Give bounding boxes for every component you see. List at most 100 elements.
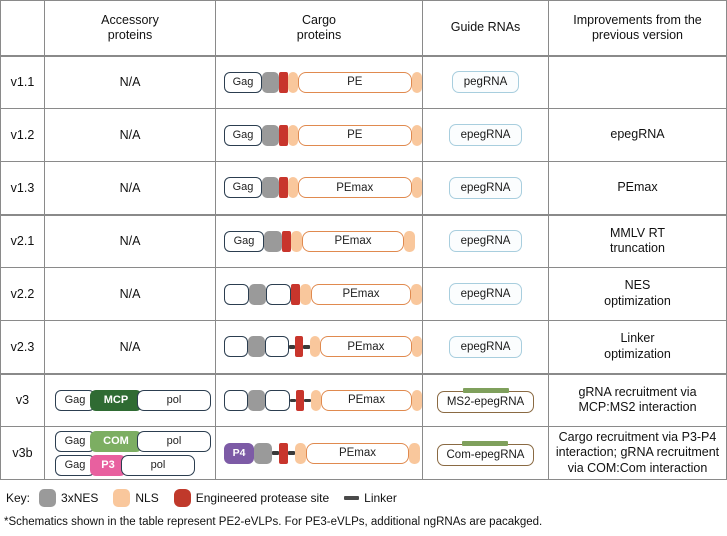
gag-box: Gag [55,454,95,476]
version-label: v2.1 [0,213,45,268]
guide-rna-cell: Com-epegRNA [422,426,549,480]
nes-segment-icon [261,177,279,199]
improvement-line2: interaction; gRNA recruitment [555,445,720,460]
table-header: Accessory proteins Cargo proteins Guide … [0,0,727,56]
cargo-schematic: P4 PEmax [216,442,422,464]
linker-icon [304,398,311,402]
guide-rna-label: Com-epegRNA [446,448,525,461]
nes-segment-icon [261,71,279,93]
linker-icon [288,451,295,455]
empty-box [265,389,290,411]
version-label: v1.3 [0,161,45,215]
gag-box: Gag [224,71,262,93]
accessory-cell: N/A [44,267,216,321]
nes-segment-icon [261,124,279,146]
cargo-schematic: PEmax [216,336,423,358]
pe-box: PEmax [302,230,404,252]
nls-segment-icon [404,230,415,252]
improvement-cell: NES optimization [548,267,727,321]
nls-segment-icon [411,389,423,411]
accessory-schematic: Gag COM pol Gag P3 pol [45,430,215,476]
improvement-line2: MCP:MS2 interaction [578,400,697,415]
guide-rna-cell: epegRNA [422,108,549,162]
table-row: v1.2 N/A Gag PE epegRNA epegRNA [0,108,727,162]
gag-box: Gag [55,389,95,411]
header-cargo-line1: Cargo [301,12,337,27]
version-label: v1.1 [0,54,45,109]
header-improv-line1: Improvements from the [573,12,702,27]
cargo-schematic: Gag PE [216,71,422,93]
nes-segment-icon [264,230,282,252]
nls-segment-icon [411,283,423,305]
table-body: v1.1 N/A Gag PE pegRNA [0,54,727,480]
empty-box [224,389,249,411]
protease-site-icon [291,283,301,305]
header-improvements: Improvements from the previous version [548,0,727,56]
header-accessory-line1: Accessory [101,12,159,27]
cargo-cell: Gag PEmax [215,161,423,215]
pol-box: pol [137,430,211,452]
improvement-line1: Cargo recruitment via P3-P4 [558,429,717,444]
protease-site-icon [279,124,288,146]
version-label: v3b [0,426,45,480]
key-label-protease: Engineered protease site [195,491,330,505]
accessory-cell: N/A [44,213,216,268]
protease-swatch-icon [173,489,191,507]
linker-swatch-icon [344,496,360,500]
guide-rna-cell: pegRNA [422,54,549,109]
guide-rna-pill: pegRNA [451,71,520,94]
improvement-line1: NES [624,278,651,293]
header-version [0,0,45,56]
accessory-cell: N/A [44,54,216,109]
header-accessory-line2: proteins [107,27,153,42]
nls-segment-icon [300,283,311,305]
improvement-line2: optimization [604,294,671,308]
nes-segment-icon [254,442,272,464]
com-box: COM [90,430,142,452]
guide-rna-cell: epegRNA [422,161,549,215]
accessory-cell: N/A [44,161,216,215]
cargo-schematic: PEmax [216,283,423,305]
cargo-cell: Gag PE [215,54,423,109]
nes-segment-icon [249,283,267,305]
accessory-cell: N/A [44,320,216,374]
cargo-schematic: Gag PEmax [216,177,422,199]
accessory-row: Gag COM pol [55,430,211,452]
guide-rna-cell: epegRNA [422,320,549,374]
key-item-nes: 3xNES [39,489,98,507]
nls-segment-icon [309,336,320,358]
key-label-nls: NLS [135,491,159,505]
improvement-cell [548,54,727,109]
guide-rna-cell: epegRNA [422,213,549,268]
improvement-line2: optimization [604,346,671,361]
guide-rna-wrap: Com-epegRNA [436,440,535,466]
cargo-cell: PEmax [215,320,423,374]
guide-rna-pill: MS2-epegRNA [436,387,535,413]
nls-segment-icon [287,71,298,93]
table-row: v1.3 N/A Gag PEmax epegRNA PEmax [0,161,727,215]
nls-segment-icon [411,177,422,199]
protease-site-icon [279,177,288,199]
pe-box: PEmax [310,283,412,305]
cargo-schematic: Gag PE [216,124,422,146]
table-row: v3b Gag COM pol Gag P3 pol [0,426,727,480]
accessory-cell: Gag MCP pol [44,372,216,427]
linker-icon [289,398,297,402]
protease-site-icon [296,389,305,411]
gag-box: Gag [55,430,95,452]
protease-site-icon [279,71,288,93]
guide-rna-pill: Com-epegRNA [436,440,535,466]
pe-box: PE [297,124,412,146]
gag-box: Gag [224,124,262,146]
nls-swatch-icon [113,489,131,507]
empty-box [224,283,250,305]
key-item-linker: Linker [344,491,397,505]
nes-swatch-icon [39,489,57,507]
footnote: *Schematics shown in the table represent… [4,516,543,528]
linker-icon [272,451,279,455]
accessory-row: Gag MCP pol [55,389,211,411]
key-item-nls: NLS [113,489,159,507]
pol-box: pol [121,454,195,476]
gag-box: Gag [224,230,264,252]
nls-segment-icon [295,442,306,464]
